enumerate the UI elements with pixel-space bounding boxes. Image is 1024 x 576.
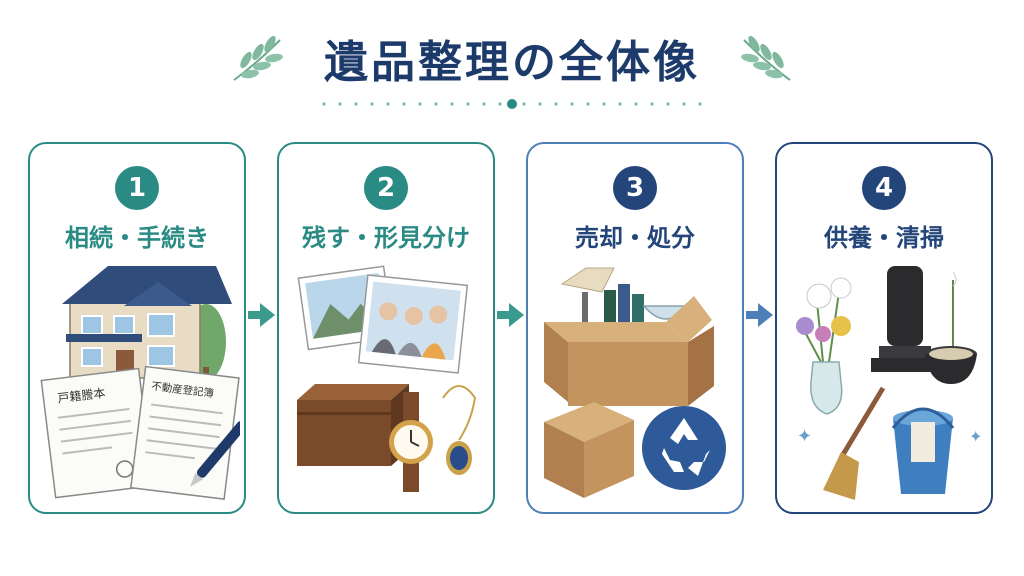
svg-text:✦: ✦	[797, 426, 812, 447]
step-number-badge: 1	[115, 166, 159, 210]
offering-cleaning-icon: ✦ ✦	[796, 266, 982, 500]
step-label: 相続・手続き	[65, 224, 209, 252]
step-card-4: 4 供養・清掃 ✦ ✦	[775, 142, 993, 514]
step-label: 残す・形見分け	[302, 224, 470, 252]
title-area: 遺品整理の全体像	[0, 28, 1024, 88]
arrow-right-icon	[248, 303, 275, 327]
step-number-badge: 4	[862, 166, 906, 210]
step-card-1: 1 相続・手続き 戸籍謄本 不動産登記簿	[28, 142, 246, 514]
step-label: 売却・処分	[575, 224, 695, 252]
step-label: 供養・清掃	[824, 224, 944, 252]
title-divider	[322, 99, 702, 109]
step-card-2: 2 残す・形見分け	[277, 142, 495, 514]
step-card-3: 3 売却・処分	[526, 142, 744, 514]
leaf-left-icon	[233, 35, 283, 81]
svg-text:✦: ✦	[969, 427, 982, 446]
photos-keepsakes-icon	[297, 265, 477, 492]
step-number-badge: 2	[364, 166, 408, 210]
arrow-right-icon	[497, 303, 524, 327]
arrow-right-icon	[746, 303, 773, 327]
boxes-recycle-icon	[544, 267, 726, 498]
document-title-koseki: 戸籍謄本	[57, 385, 106, 406]
step-number-badge: 3	[613, 166, 657, 210]
house-documents-icon: 戸籍謄本 不動産登記簿	[40, 266, 240, 500]
page-title: 遺品整理の全体像	[324, 37, 700, 88]
leaf-right-icon	[741, 35, 791, 81]
